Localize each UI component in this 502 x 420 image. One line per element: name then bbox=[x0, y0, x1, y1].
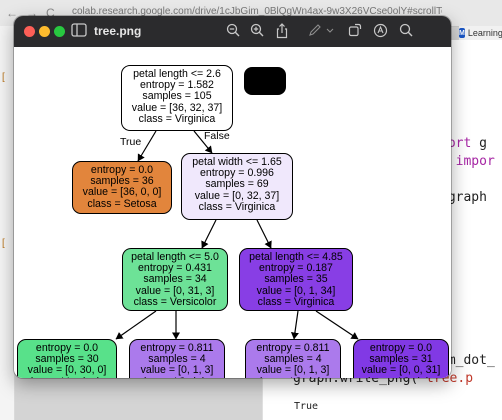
document-title: tree.png bbox=[94, 24, 142, 38]
search-icon[interactable] bbox=[397, 23, 415, 39]
bookmark-learning[interactable]: M Learning bbox=[459, 26, 502, 40]
edge-label-true: True bbox=[120, 136, 142, 148]
edge-rr-rrr bbox=[315, 310, 359, 340]
node-text-line: class = Virginica bbox=[354, 376, 448, 378]
redaction-block bbox=[244, 67, 286, 95]
cell-output: True bbox=[294, 401, 319, 412]
zoom-in-icon[interactable] bbox=[248, 23, 266, 39]
code-cell-bottom[interactable] bbox=[262, 376, 502, 420]
node-text-line: petal width <= 1.65 bbox=[192, 156, 282, 168]
node-text-line: samples = 4 bbox=[148, 353, 206, 366]
reload-icon[interactable]: C bbox=[46, 6, 55, 20]
node-text-line: class = Virginica bbox=[138, 112, 216, 125]
bookmark-badge: M bbox=[459, 28, 465, 38]
node-text-line: value = [36, 0, 0] bbox=[82, 186, 162, 199]
node-text-line: value = [0, 32, 37] bbox=[194, 189, 280, 202]
node-text-line: class = Virginica bbox=[130, 376, 224, 378]
node-text-line: samples = 36 bbox=[90, 175, 154, 188]
node-text-line: entropy = 0.431 bbox=[138, 262, 212, 275]
node-text-line: entropy = 0.811 bbox=[256, 342, 330, 354]
node-text-line: entropy = 1.582 bbox=[140, 79, 214, 92]
cell-divider bbox=[262, 378, 263, 420]
edge-right-rl bbox=[201, 219, 217, 249]
node-text-line: class = Setosa bbox=[87, 197, 157, 210]
node-text-line: samples = 69 bbox=[205, 178, 269, 191]
close-button[interactable] bbox=[24, 26, 35, 37]
node-text-line: class = Versicolor bbox=[133, 295, 217, 308]
node-text-line: petal length <= 2.6 bbox=[133, 68, 221, 80]
node-text-line: class = Virginica bbox=[246, 376, 340, 378]
node-text-line: value = [0, 1, 3] bbox=[256, 364, 330, 377]
preview-titlebar: tree.png bbox=[14, 16, 451, 47]
node-text-line: entropy = 0.0 bbox=[369, 342, 433, 354]
zoom-out-icon[interactable] bbox=[224, 23, 242, 39]
code-line-from-dot: om_dot_ bbox=[440, 353, 495, 368]
node-text-line: value = [0, 0, 31] bbox=[361, 364, 441, 377]
markup-icon[interactable] bbox=[306, 23, 338, 39]
address-bar[interactable]: colab.research.google.com/drive/1cJbGim_… bbox=[72, 6, 442, 17]
colab-left-rail: [ [ bbox=[0, 26, 15, 420]
rotate-icon[interactable] bbox=[346, 23, 364, 39]
node-text-line: entropy = 0.187 bbox=[259, 262, 333, 275]
node-text-line: entropy = 0.0 bbox=[90, 164, 154, 176]
node-text-line: petal length <= 5.0 bbox=[131, 251, 219, 263]
edge-rr-rrl bbox=[290, 310, 299, 340]
zoom-button[interactable] bbox=[54, 26, 65, 37]
node-text-line: class = Versicolor bbox=[18, 376, 116, 378]
node-text-line: samples = 105 bbox=[142, 90, 212, 103]
node-text-line: class = Virginica bbox=[257, 295, 335, 308]
edge-label-false: False bbox=[204, 130, 230, 142]
node-text-line: entropy = 0.996 bbox=[200, 167, 274, 180]
code-line-graph: _graph bbox=[440, 190, 487, 205]
edge-root-right bbox=[193, 130, 213, 154]
node-text-line: value = [0, 31, 3] bbox=[135, 284, 215, 297]
node-text-line: samples = 35 bbox=[264, 273, 328, 286]
share-icon[interactable] bbox=[273, 23, 291, 39]
node-text-line: entropy = 0.811 bbox=[140, 342, 214, 354]
node-text-line: samples = 4 bbox=[264, 353, 322, 366]
rail-bracket-icon[interactable]: [ bbox=[2, 238, 5, 249]
edge-root-left bbox=[137, 130, 157, 162]
edge-right-rr bbox=[256, 219, 272, 249]
sidebar-icon[interactable] bbox=[70, 23, 88, 39]
node-text-line: value = [0, 1, 34] bbox=[256, 284, 336, 297]
node-text-line: value = [0, 1, 3] bbox=[140, 364, 214, 377]
annotate-icon[interactable] bbox=[371, 23, 389, 39]
preview-window: tree.png bbox=[14, 16, 451, 378]
node-text-line: value = [0, 30, 0] bbox=[27, 364, 107, 377]
node-text-line: samples = 30 bbox=[35, 353, 99, 366]
node-text-line: samples = 34 bbox=[143, 273, 207, 286]
rail-bracket-icon[interactable]: [ bbox=[2, 72, 5, 83]
node-text-line: value = [36, 32, 37] bbox=[131, 101, 223, 114]
minimize-button[interactable] bbox=[39, 26, 50, 37]
node-text-line: entropy = 0.0 bbox=[35, 342, 99, 354]
node-text-line: class = Virginica bbox=[198, 200, 276, 213]
tree-edges bbox=[115, 130, 359, 340]
edge-rl-rll bbox=[115, 310, 157, 340]
bookmark-label: Learning bbox=[467, 28, 502, 38]
node-text-line: petal length <= 4.85 bbox=[249, 251, 343, 263]
node-text-line: samples = 31 bbox=[369, 353, 433, 366]
